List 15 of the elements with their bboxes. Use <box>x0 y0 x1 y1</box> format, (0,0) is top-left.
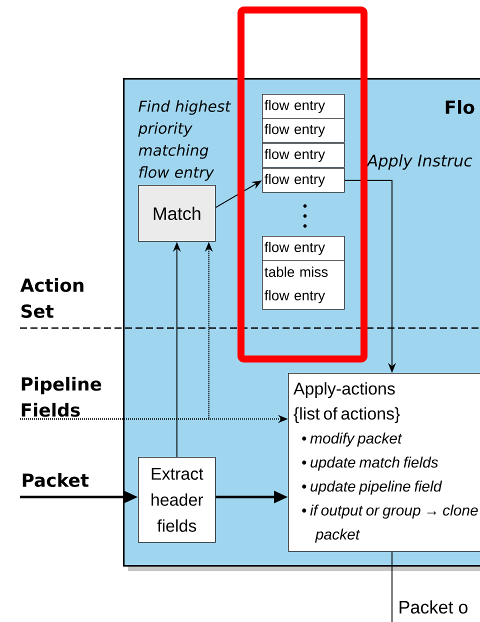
edge-label: Packet <box>20 472 90 488</box>
flow-entry-box: flow entry <box>262 236 345 261</box>
process-box: Match <box>138 185 216 242</box>
process-box: Extract header fields <box>138 457 216 543</box>
output-label: Packet o <box>400 600 468 614</box>
action-box: Apply-actions {list of actions} • modify packet • update match fields • update pipeline field • if output or group → clone packet <box>288 373 480 552</box>
panel-heading: Flo <box>446 100 474 114</box>
flow-entry-box: flow entry <box>262 94 345 119</box>
edge-label: Apply Instruc <box>366 153 474 171</box>
side-label: Action Set <box>20 278 84 318</box>
flow-entry-box: flow entry <box>262 118 345 143</box>
flow-entry-box: flow entry <box>262 143 345 168</box>
annotation-text: Find highest priority matching flow entry <box>138 100 232 181</box>
side-label: Pipeline Fields <box>22 376 102 417</box>
flow-entry-box: flow entry <box>262 168 345 193</box>
